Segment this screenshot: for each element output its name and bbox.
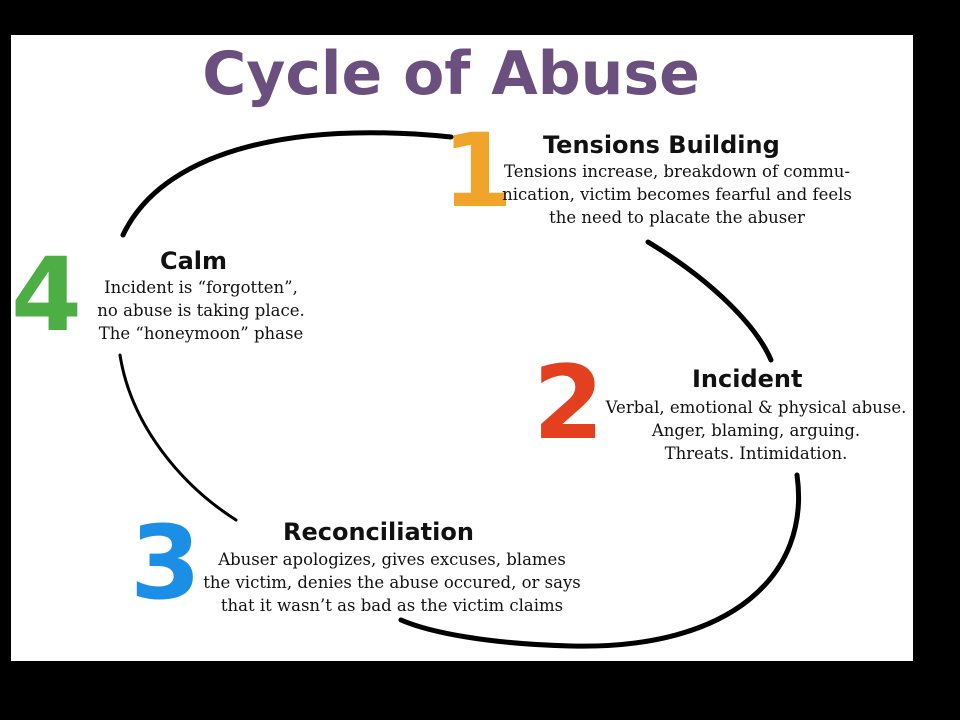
stage-2-line: Threats. Intimidation. — [664, 444, 848, 463]
stage-1-title: Tensions Building — [543, 131, 780, 159]
stage-3-description: Abuser apologizes, gives excuses, blames… — [197, 548, 587, 617]
arc-tensions-to-incident — [645, 239, 774, 363]
stage-1-line: nication, victim becomes fearful and fee… — [502, 185, 852, 204]
arc-calm-to-tensions — [120, 130, 454, 238]
stage-1-line: the need to placate the abuser — [549, 208, 805, 227]
stage-1-description: Tensions increase, breakdown of commu- n… — [487, 160, 867, 229]
arc-reconciliation-to-calm — [118, 353, 238, 522]
stage-2-line: Verbal, emotional & physical abuse. — [605, 398, 907, 417]
stage-4-title: Calm — [160, 247, 228, 275]
stage-3-title: Reconciliation — [283, 518, 474, 546]
stage-1-number: 1 — [442, 112, 513, 231]
stage-4-line: Incident is “forgotten”, — [104, 278, 298, 297]
stage-3-line: that it wasn’t as bad as the victim clai… — [220, 596, 564, 615]
stage-4-line: The “honeymoon” phase — [98, 324, 304, 343]
stage-1-line: Tensions increase, breakdown of commu- — [504, 162, 850, 181]
arc-incident-to-reconciliation — [398, 472, 801, 649]
diagram-canvas: Cycle of Abuse 1 Tensions Building Tensi… — [11, 35, 913, 661]
diagram-title-text: Cycle of Abuse — [202, 39, 700, 109]
stage-3-line: the victim, denies the abuse occured, or… — [203, 573, 581, 592]
stage-4-line: no abuse is taking place. — [97, 301, 305, 320]
stage-2-number: 2 — [533, 344, 604, 463]
cycle-arrows — [118, 130, 801, 649]
stage-2-line: Anger, blaming, arguing. — [651, 421, 861, 440]
stage-4-description: Incident is “forgotten”, no abuse is tak… — [81, 276, 321, 345]
stage-2-title: Incident — [692, 365, 803, 393]
stage-3-number: 3 — [130, 504, 201, 623]
diagram-title: Cycle of Abuse — [11, 39, 912, 109]
stage-4-number: 4 — [11, 236, 82, 355]
stage-3-line: Abuser apologizes, gives excuses, blames — [218, 550, 566, 569]
stage-2-description: Verbal, emotional & physical abuse. Ange… — [596, 396, 913, 465]
